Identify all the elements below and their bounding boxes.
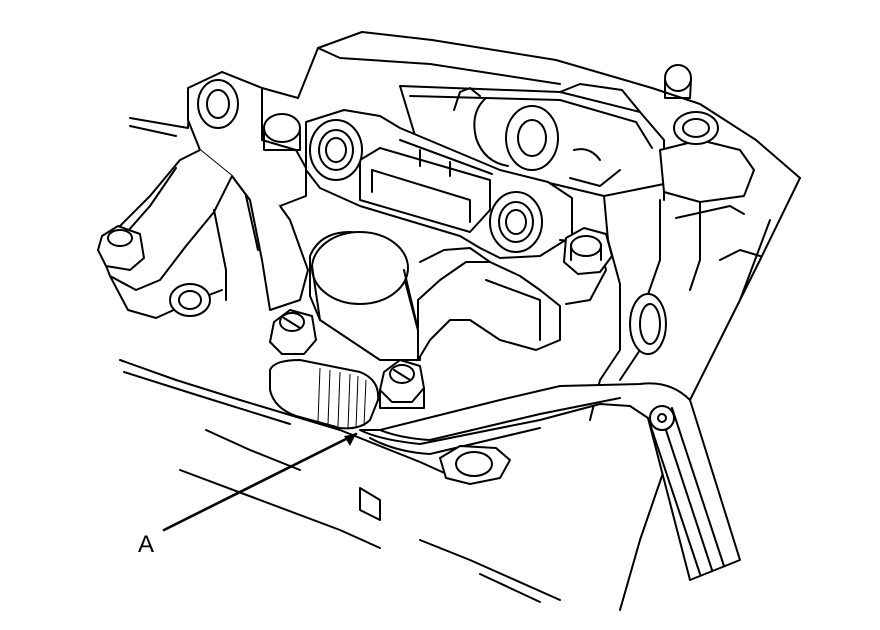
callout-a-arrowhead [344, 434, 356, 446]
cam-lobe [505, 105, 559, 171]
shaft-boss-right [489, 191, 543, 253]
valve-adjuster-right [379, 359, 425, 409]
rocker-boss-left [197, 79, 239, 129]
rocker-shaft-holder [305, 109, 573, 259]
feeler-gauge [359, 382, 741, 581]
rocker-bolt-left [97, 225, 145, 271]
camshaft-holder [399, 64, 755, 203]
dowel-pin [664, 64, 692, 92]
right-rocker-arm [417, 227, 613, 361]
shaft-boss-left [309, 119, 363, 181]
valve-lifter [309, 231, 421, 361]
mount-boss-upper [673, 111, 719, 145]
callout-a-leader [162, 432, 358, 532]
callout-a-label: A [138, 531, 154, 558]
callout-a: A [138, 432, 358, 558]
left-rocker-arm [97, 71, 309, 319]
rocker-cap [263, 113, 301, 143]
valve-adjuster-left [269, 309, 380, 430]
